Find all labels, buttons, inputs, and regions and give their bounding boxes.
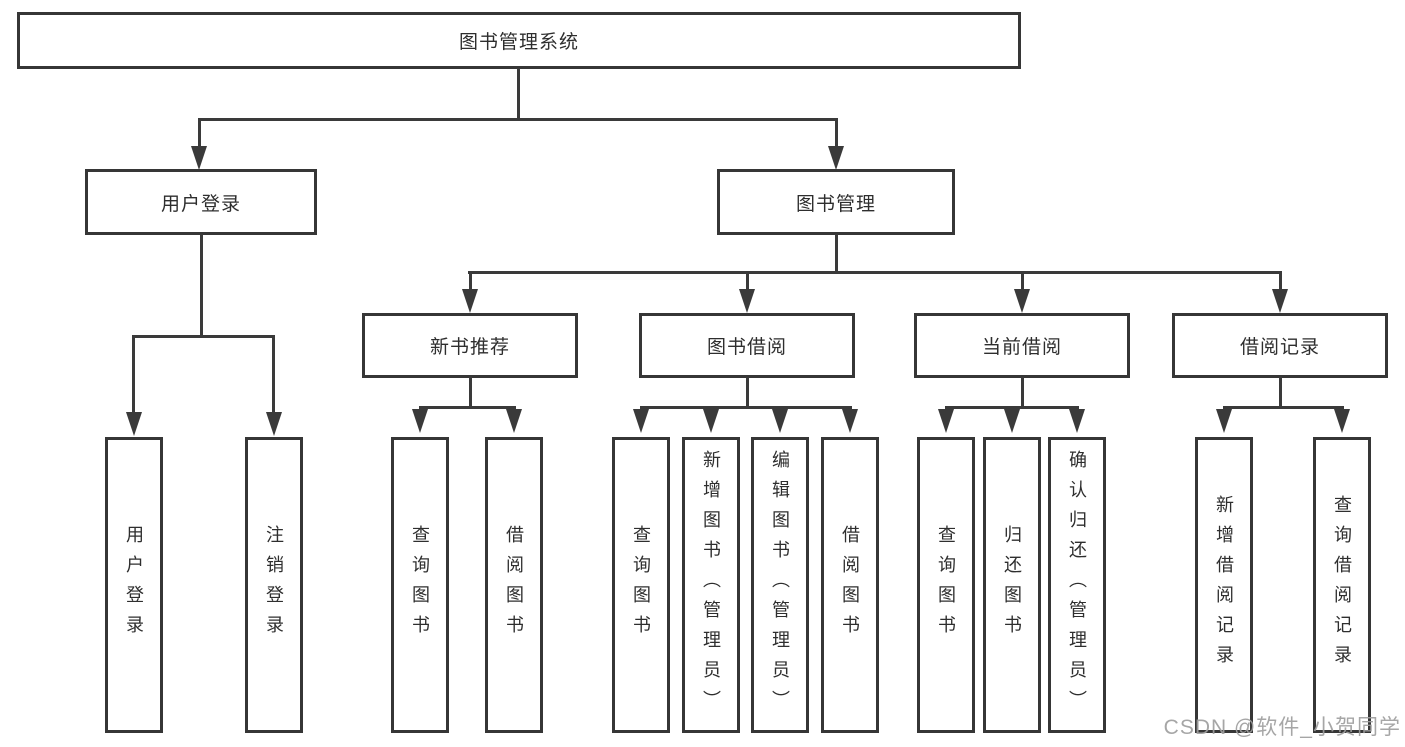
connector-line <box>835 234 838 274</box>
leaf-borrowing-borrow-books: 借阅图书 <box>821 437 879 733</box>
leaf-current-confirm-return-admin: 确认归还（管理员） <box>1048 437 1106 733</box>
connector-line <box>1223 406 1344 409</box>
node-user-login-label: 用户登录 <box>160 193 241 215</box>
arrowhead-down-icon <box>772 409 788 433</box>
connector-line <box>469 377 472 409</box>
node-current-borrowing: 当前借阅 <box>914 313 1130 378</box>
arrowhead-down-icon <box>1272 289 1288 313</box>
arrowhead-down-icon <box>703 409 719 433</box>
node-book-management-label: 图书管理 <box>795 193 876 215</box>
leaf-user-login-label: 用户登录 <box>124 525 144 645</box>
node-root-label: 图书管理系统 <box>458 32 579 53</box>
leaf-records-add-record-label: 新增借阅记录 <box>1214 495 1234 675</box>
node-root: 图书管理系统 <box>17 12 1021 69</box>
arrowhead-down-icon <box>1014 289 1030 313</box>
node-book-management: 图书管理 <box>717 169 955 235</box>
leaf-logout: 注销登录 <box>245 437 303 733</box>
connector-line <box>468 271 1282 274</box>
node-current-borrowing-label: 当前借阅 <box>981 337 1062 358</box>
node-user-login: 用户登录 <box>85 169 317 235</box>
leaf-borrowing-add-books-admin: 新增图书（管理员） <box>682 437 740 733</box>
arrowhead-down-icon <box>828 146 844 170</box>
leaf-user-login: 用户登录 <box>105 437 163 733</box>
arrowhead-down-icon <box>1069 409 1085 433</box>
arrowhead-down-icon <box>462 289 478 313</box>
connector-line <box>198 118 838 121</box>
arrowhead-down-icon <box>938 409 954 433</box>
leaf-current-return-books: 归还图书 <box>983 437 1041 733</box>
leaf-records-add-record: 新增借阅记录 <box>1195 437 1253 733</box>
connector-line <box>132 335 275 338</box>
connector-line <box>640 406 852 409</box>
arrowhead-down-icon <box>126 412 142 436</box>
node-book-borrowing: 图书借阅 <box>639 313 855 378</box>
node-borrow-records-label: 借阅记录 <box>1239 337 1320 358</box>
arrowhead-down-icon <box>191 146 207 170</box>
arrowhead-down-icon <box>842 409 858 433</box>
connector-line <box>746 271 749 291</box>
arrowhead-down-icon <box>506 409 522 433</box>
node-book-borrowing-label: 图书借阅 <box>706 337 787 358</box>
leaf-recommend-query-books: 查询图书 <box>391 437 449 733</box>
leaf-current-query-books-label: 查询图书 <box>936 525 956 645</box>
connector-line <box>272 335 275 413</box>
node-new-book-recommend: 新书推荐 <box>362 313 578 378</box>
connector-line <box>517 68 520 120</box>
leaf-borrowing-add-books-admin-label: 新增图书（管理员） <box>701 450 721 720</box>
connector-line <box>1021 377 1024 409</box>
arrowhead-down-icon <box>266 412 282 436</box>
connector-line <box>945 406 1079 409</box>
leaf-records-query-record: 查询借阅记录 <box>1313 437 1371 733</box>
connector-line <box>1021 271 1024 291</box>
arrowhead-down-icon <box>633 409 649 433</box>
connector-line <box>469 271 472 291</box>
node-borrow-records: 借阅记录 <box>1172 313 1388 378</box>
arrowhead-down-icon <box>1216 409 1232 433</box>
leaf-borrowing-query-books-label: 查询图书 <box>631 525 651 645</box>
node-new-book-recommend-label: 新书推荐 <box>429 337 510 358</box>
csdn-watermark: CSDN @软件_小贺同学 <box>1163 716 1401 739</box>
connector-line <box>1279 377 1282 409</box>
arrowhead-down-icon <box>412 409 428 433</box>
leaf-current-query-books: 查询图书 <box>917 437 975 733</box>
leaf-logout-label: 注销登录 <box>264 525 284 645</box>
leaf-current-return-books-label: 归还图书 <box>1002 525 1022 645</box>
leaf-records-query-record-label: 查询借阅记录 <box>1332 495 1352 675</box>
arrowhead-down-icon <box>739 289 755 313</box>
connector-line <box>746 377 749 409</box>
connector-line <box>1279 271 1282 291</box>
arrowhead-down-icon <box>1004 409 1020 433</box>
leaf-recommend-query-books-label: 查询图书 <box>410 525 430 645</box>
leaf-borrowing-edit-books-admin-label: 编辑图书（管理员） <box>770 450 790 720</box>
connector-line <box>198 118 201 150</box>
connector-line <box>419 406 516 409</box>
connector-line <box>835 118 838 150</box>
leaf-recommend-borrow-books: 借阅图书 <box>485 437 543 733</box>
leaf-borrowing-query-books: 查询图书 <box>612 437 670 733</box>
connector-line <box>132 335 135 413</box>
leaf-current-confirm-return-admin-label: 确认归还（管理员） <box>1067 450 1087 720</box>
connector-line <box>200 234 203 338</box>
leaf-recommend-borrow-books-label: 借阅图书 <box>504 525 524 645</box>
leaf-borrowing-borrow-books-label: 借阅图书 <box>840 525 860 645</box>
leaf-borrowing-edit-books-admin: 编辑图书（管理员） <box>751 437 809 733</box>
arrowhead-down-icon <box>1334 409 1350 433</box>
